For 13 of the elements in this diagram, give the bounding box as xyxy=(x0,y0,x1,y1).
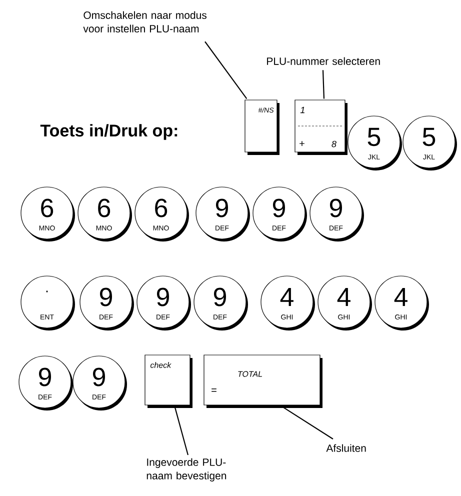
heading: Toets in/Druk op: xyxy=(40,124,178,140)
node-label: 5 xyxy=(422,128,436,146)
callout-text: Omschakelen naar modus voor instellen PLU-naam xyxy=(83,11,206,32)
square-key: 1 + 8 xyxy=(294,100,348,155)
leader-line xyxy=(204,41,248,100)
callout-text: Afsluiten xyxy=(326,444,366,452)
leader-line xyxy=(174,406,189,456)
square-key: TOTAL = xyxy=(204,354,322,408)
square-key: check xyxy=(144,354,192,408)
callout-text: PLU-nummer selecteren xyxy=(267,57,380,65)
callout-text: Ingevoerde PLU-naam bevestigen xyxy=(146,458,226,482)
leader-line xyxy=(322,70,325,99)
leader-line xyxy=(281,406,334,440)
